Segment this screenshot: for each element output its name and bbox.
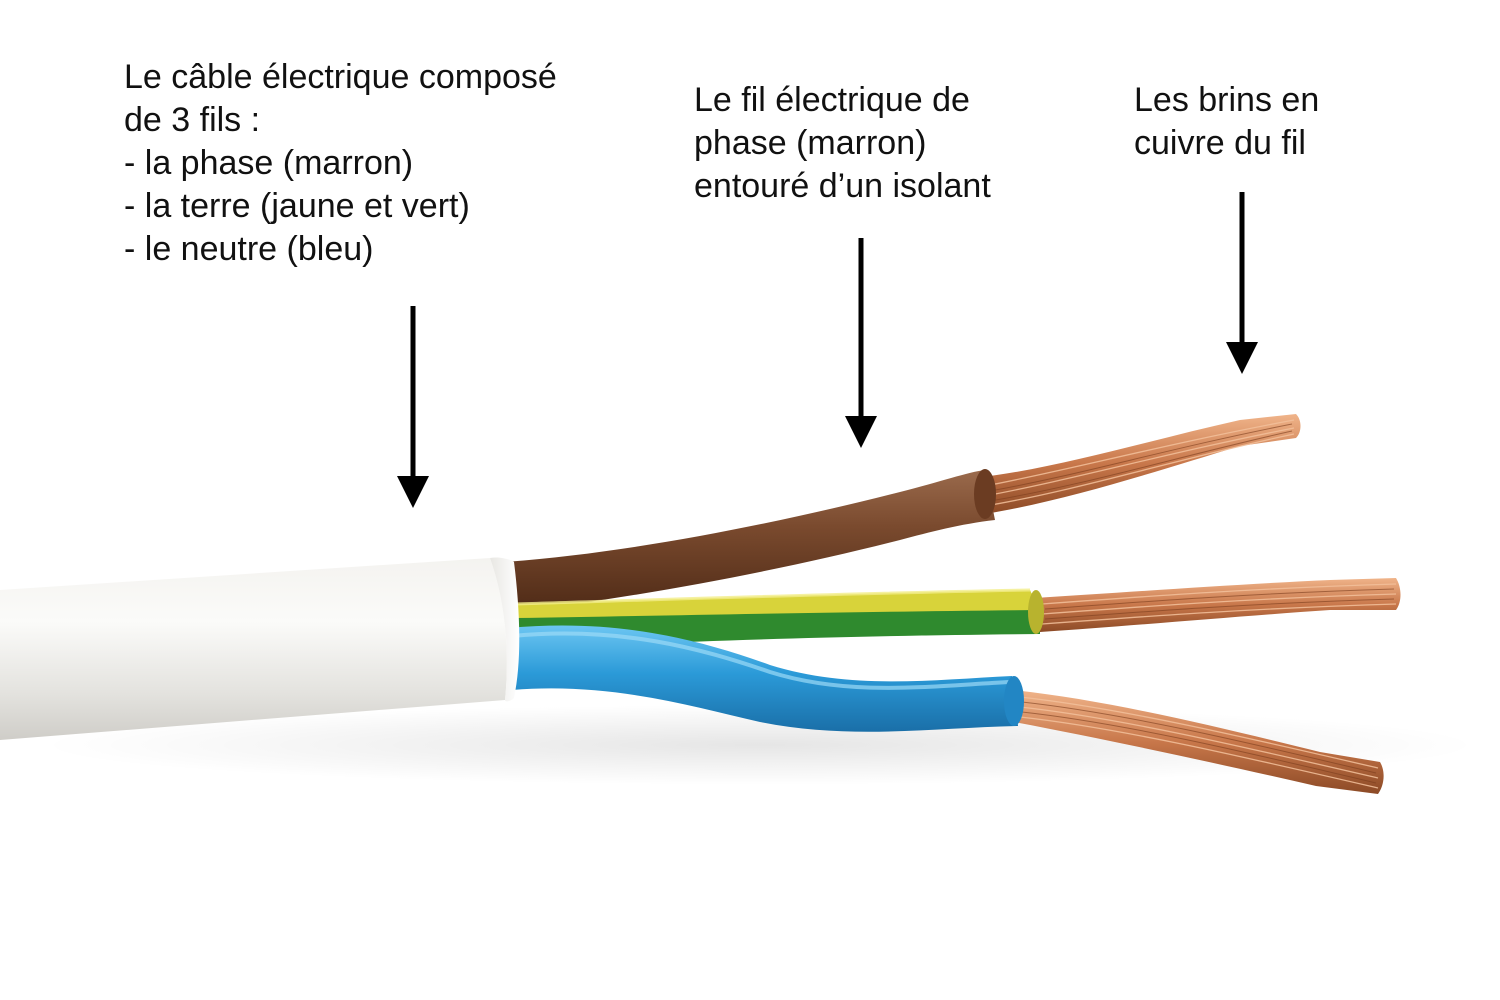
arrow-strands-icon: [1226, 192, 1258, 374]
neutral-wire-insulation: [508, 625, 1018, 732]
annotation-line: - le neutre (bleu): [124, 230, 374, 268]
annotation-line: phase (marron): [694, 124, 927, 162]
arrow-cable-icon: [397, 306, 429, 508]
annotation-line: - la phase (marron): [124, 144, 414, 182]
annotation-line: Le câble électrique composé: [124, 58, 557, 96]
neutral-wire-end: [1004, 676, 1024, 726]
annotation-arrows: [397, 192, 1258, 508]
cable-annotation: Le câble électrique composé de 3 fils : …: [124, 56, 557, 271]
annotation-line: cuivre du fil: [1134, 124, 1306, 162]
phase-wire-annotation: Le fil électrique de phase (marron) ento…: [694, 79, 991, 208]
annotation-line: entouré d’un isolant: [694, 167, 991, 205]
annotation-line: - la terre (jaune et vert): [124, 187, 470, 225]
arrow-phase-icon: [845, 238, 877, 448]
phase-wire-insulation: [505, 470, 995, 612]
annotation-line: Les brins en: [1134, 81, 1320, 119]
copper-strands: [975, 414, 1401, 794]
annotation-line: Le fil électrique de: [694, 81, 970, 119]
phase-wire-end: [974, 469, 996, 519]
annotation-line: de 3 fils :: [124, 101, 261, 139]
outer-sheath-cut: [490, 557, 520, 702]
copper-strands-annotation: Les brins en cuivre du fil: [1134, 79, 1319, 165]
outer-sheath: [0, 558, 507, 740]
